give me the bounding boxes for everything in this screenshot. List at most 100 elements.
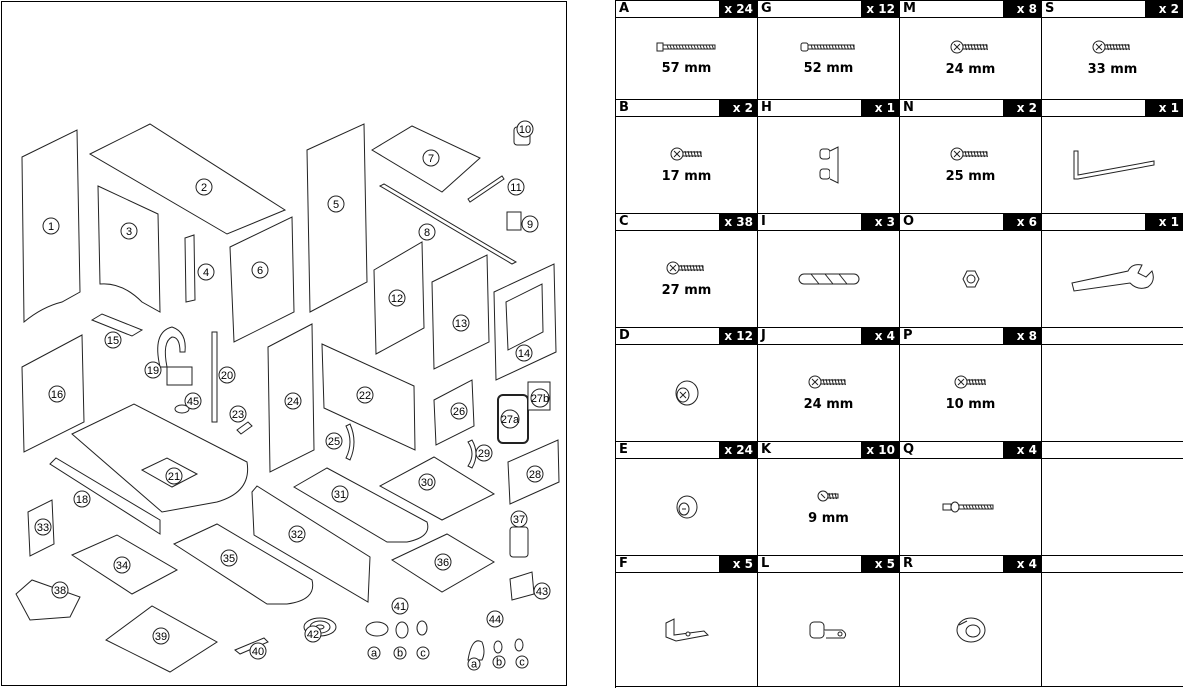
part-callout-21: 21: [165, 467, 183, 485]
hardware-size: 52 mm: [803, 61, 854, 76]
part-callout-38: 38: [51, 581, 69, 599]
part-number-label: 42: [307, 629, 319, 641]
screw-icon: [666, 261, 704, 274]
part-number-label: 6: [257, 265, 263, 277]
part-callout-4: 4: [197, 263, 215, 281]
part-callout-10: 10: [516, 120, 534, 138]
part-number-label: 24: [287, 396, 299, 408]
part-callout-16: 16: [48, 385, 66, 403]
part-8-shape: [378, 183, 518, 265]
part-number-label: 39: [155, 631, 167, 643]
sub-part-label: c: [420, 648, 426, 660]
hex-key-icon: [1073, 150, 1154, 180]
screw-icon: [1092, 40, 1130, 54]
part-callout-44: 44: [486, 610, 504, 628]
part-number-label: 7: [428, 153, 434, 165]
hardware-header-blank: x 1: [1042, 100, 1183, 117]
hardware-cell-C: 27 mm: [616, 231, 758, 328]
part-11-shape: [467, 175, 505, 203]
part-callout-36: 36: [434, 553, 452, 571]
hardware-letter: A: [619, 1, 630, 16]
hardware-header-blank: [1042, 556, 1183, 573]
hardware-quantity: x 2: [1145, 1, 1183, 17]
part-callout-11: 11: [507, 178, 525, 196]
part-2-shape: [88, 123, 287, 235]
part-callout-45: 45: [184, 392, 202, 410]
part-callout-1: 1: [42, 217, 60, 235]
part-callout-7: 7: [422, 149, 440, 167]
sub-part-circle: [393, 646, 407, 660]
part-number-label: 45: [187, 396, 199, 408]
part-32-shape: [251, 485, 371, 603]
hardware-cell-O: [900, 231, 1042, 328]
part-44-shape: [467, 640, 485, 661]
hardware-cell-B: 17 mm: [616, 117, 758, 214]
sub-part-circle: [492, 655, 506, 669]
hardware-cell-S: 33 mm: [1042, 18, 1183, 100]
part-number-label: 18: [76, 494, 88, 506]
hardware-cell-K: 9 mm: [758, 459, 900, 556]
part-19-shape: [157, 326, 186, 368]
hardware-quantity: x 2: [719, 100, 757, 116]
part-number-label: 4: [203, 267, 209, 279]
cam-nut-icon: [676, 495, 697, 519]
part-callout-2: 2: [195, 178, 213, 196]
part-31-shape: [293, 467, 429, 543]
hardware-size: 57 mm: [661, 61, 712, 76]
part-number-label: 28: [529, 469, 541, 481]
hardware-cell-blank: [1042, 573, 1183, 687]
part-callout-18: 18: [73, 490, 91, 508]
part-number-label: 12: [391, 293, 403, 305]
hardware-cell-R: [900, 573, 1042, 687]
part-3-shape: [97, 185, 161, 313]
hardware-letter: B: [619, 100, 629, 115]
part-number-label: 5: [333, 199, 339, 211]
part-number-label: 19: [147, 365, 159, 377]
part-number-label: 44: [489, 614, 501, 626]
part-4-shape: [184, 234, 196, 303]
hardware-header-blank: [1042, 442, 1183, 459]
part-number-label: 33: [37, 522, 49, 534]
part-5-shape: [306, 123, 368, 313]
hardware-cell-H: [758, 117, 900, 214]
hardware-quantity: x 12: [861, 1, 899, 17]
part-25-shape: [345, 423, 355, 461]
part-number-label: 41: [394, 601, 406, 613]
part-callout-40: 40: [249, 642, 267, 660]
part-13-shape: [431, 254, 490, 370]
part-callout-3: 3: [120, 222, 138, 240]
part-37-shape: [509, 526, 529, 558]
hardware-quantity: x 4: [1003, 556, 1041, 572]
part-callout-14: 14: [515, 344, 533, 362]
part-callout-6: 6: [251, 261, 269, 279]
hardware-size: 17 mm: [661, 168, 712, 184]
hardware-quantity: x 6: [1003, 214, 1041, 230]
hardware-cell-L: [758, 573, 900, 687]
hardware-letter: C: [619, 214, 629, 229]
part-callout-42: 42: [304, 625, 322, 643]
hardware-quantity: x 2: [1003, 100, 1041, 116]
part-6-shape: [229, 216, 295, 343]
hardware-letter: [1042, 442, 1045, 458]
hardware-cell-A: 57 mm: [616, 18, 758, 100]
sub-part-label: b: [496, 657, 502, 669]
hardware-cell-M: 24 mm: [900, 18, 1042, 100]
short-screw-icon: [954, 375, 986, 388]
hardware-header-blank: [1042, 328, 1183, 345]
sub-part-circle: [416, 646, 430, 660]
part-number-label: 38: [54, 585, 66, 597]
hardware-letter: G: [761, 1, 772, 16]
part-callout-35: 35: [220, 549, 238, 567]
part-callout-26: 26: [450, 402, 468, 420]
hardware-letter: D: [619, 328, 630, 343]
hardware-size: 27 mm: [661, 282, 712, 298]
